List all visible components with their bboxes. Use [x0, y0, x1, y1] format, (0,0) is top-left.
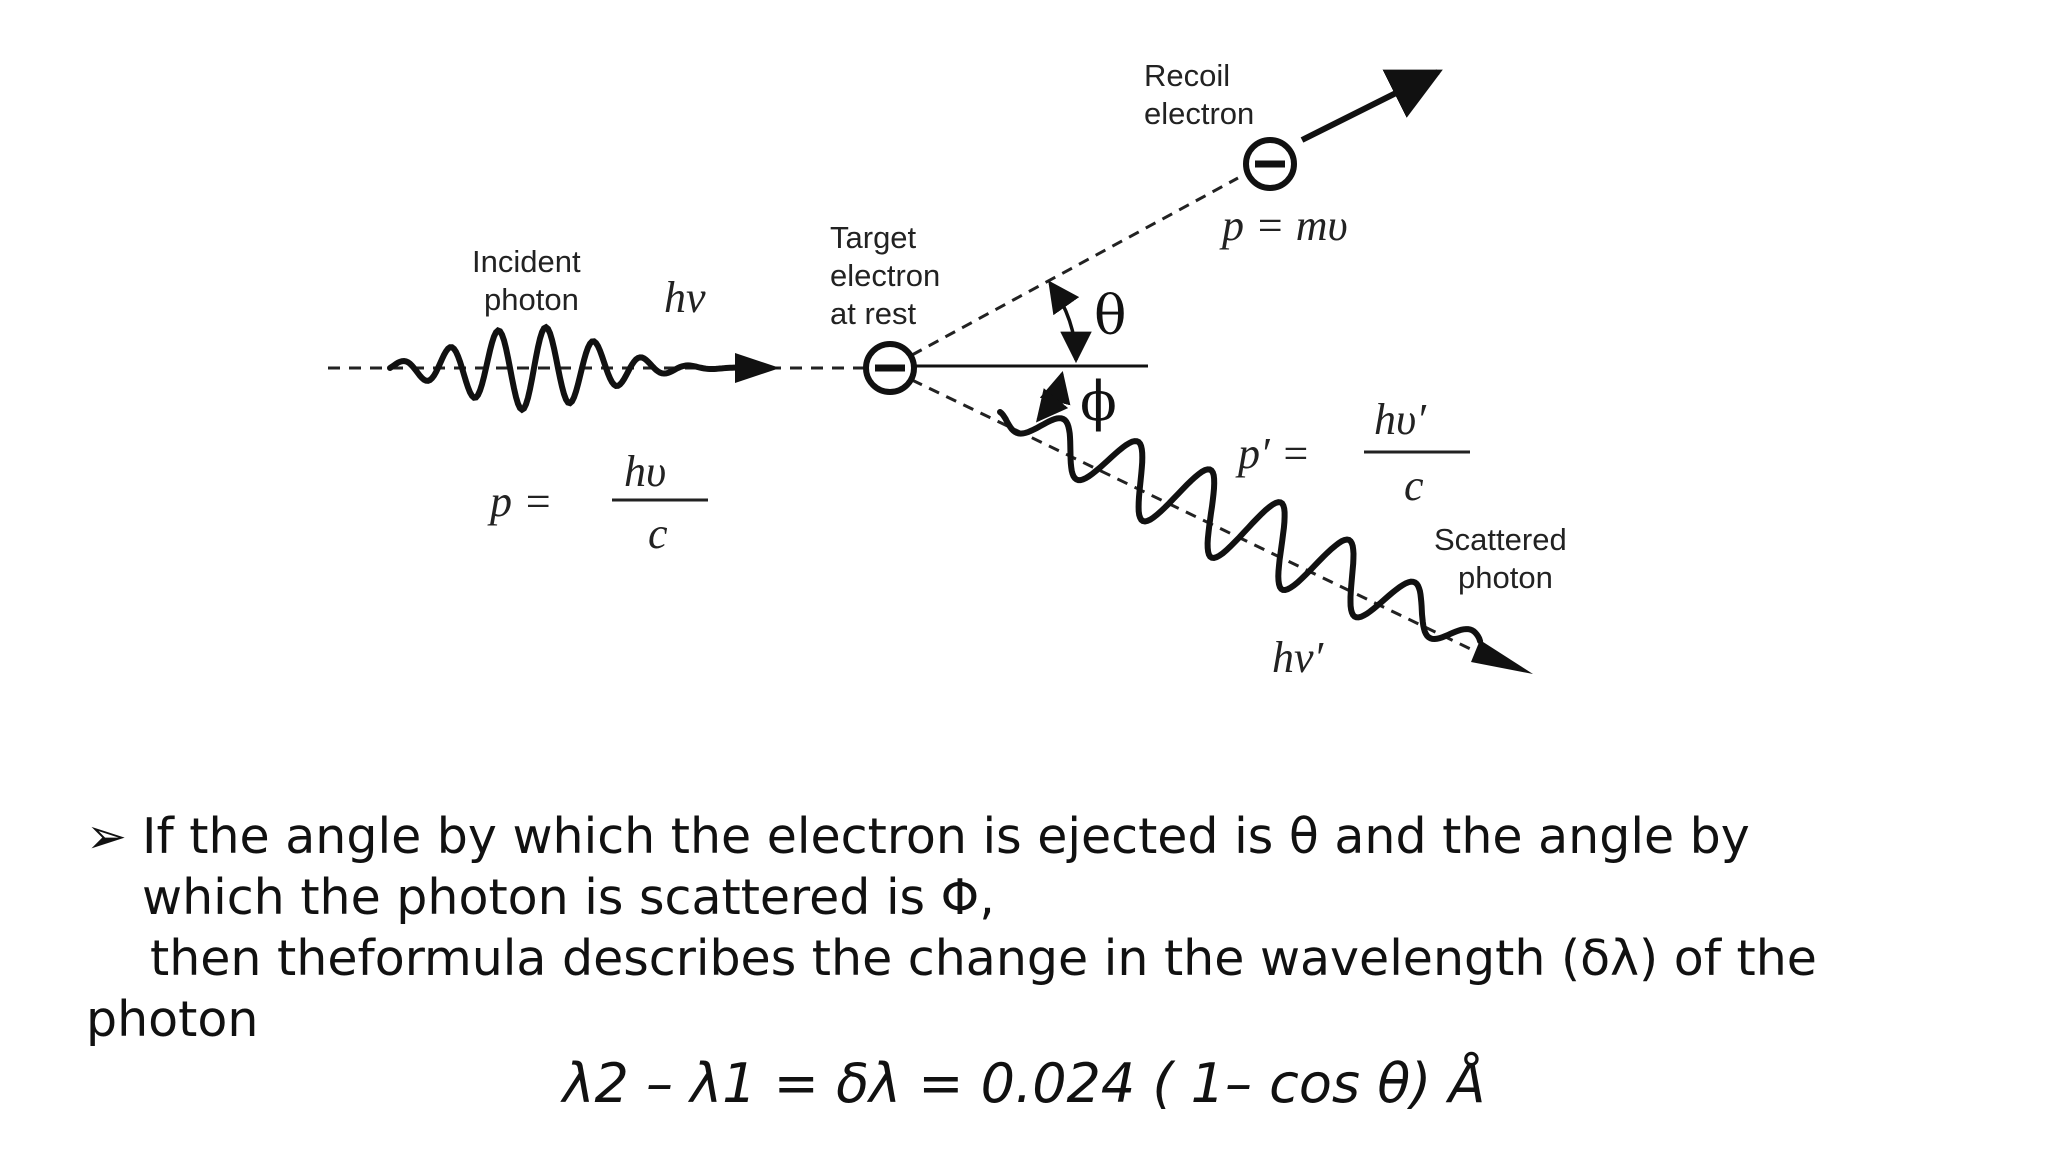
- scattered-label-line2: photon: [1458, 560, 1553, 595]
- recoil-path-dashed: [911, 176, 1239, 357]
- scattered-momentum-numerator: hυ′: [1374, 395, 1427, 444]
- incident-arrowhead: [735, 353, 780, 383]
- bullet-line-2: which the photon is scattered is Φ,: [142, 869, 995, 926]
- recoil-label-line2: electron: [1144, 96, 1254, 131]
- bullet-paragraph: ➢ If the angle by which the electron is …: [86, 806, 2026, 928]
- scattered-momentum-lhs: p′ =: [1235, 429, 1310, 478]
- bullet-arrow-icon: ➢: [86, 808, 128, 865]
- target-label: Target electron at rest: [830, 220, 949, 331]
- recoil-electron: [1243, 137, 1297, 191]
- explanation-line-3: then theformula describes the change in …: [150, 930, 1817, 987]
- scattered-label: Scattered photon: [1434, 522, 1575, 595]
- recoil-momentum: p = mυ: [1219, 201, 1348, 250]
- scattered-arrowhead: [1471, 640, 1533, 674]
- target-label-line3: at rest: [830, 296, 917, 331]
- compton-formula: λ2 – λ1 = δλ = 0.024 ( 1– cos θ) Å: [562, 1052, 1486, 1115]
- target-electron: [863, 341, 917, 395]
- explanation-line-4: photon: [86, 991, 259, 1048]
- incident-energy: hν: [664, 273, 706, 322]
- target-label-line1: Target: [830, 220, 917, 255]
- scattered-photon-wave: [997, 409, 1484, 645]
- scattered-label-line1: Scattered: [1434, 522, 1567, 557]
- incident-momentum-denominator: c: [648, 509, 668, 558]
- incident-label-line1: Incident: [472, 244, 581, 279]
- phi-angle-arc: [1036, 370, 1071, 423]
- scattered-momentum-denominator: c: [1404, 461, 1424, 510]
- theta-symbol: θ: [1094, 284, 1127, 347]
- incident-momentum-numerator: hυ: [624, 447, 666, 496]
- compton-scattering-diagram: Incident photon hν p = hυ c Target elect…: [328, 58, 1575, 682]
- recoil-label-line1: Recoil: [1144, 58, 1230, 93]
- incident-photon-wave: [387, 323, 743, 414]
- incident-momentum-lhs: p =: [487, 477, 553, 526]
- scattered-energy: hν′: [1272, 633, 1325, 682]
- incident-label: Incident photon: [472, 244, 589, 317]
- incident-label-line2: photon: [484, 282, 579, 317]
- explanation-text: ➢ If the angle by which the electron is …: [86, 806, 2026, 1050]
- phi-symbol: ϕ: [1080, 370, 1117, 433]
- recoil-electron-arrow: [1300, 69, 1443, 143]
- theta-angle-arc: [1048, 280, 1092, 364]
- target-label-line2: electron: [830, 258, 940, 293]
- bullet-line-1: If the angle by which the electron is ej…: [142, 808, 1750, 865]
- recoil-label: Recoil electron: [1144, 58, 1254, 131]
